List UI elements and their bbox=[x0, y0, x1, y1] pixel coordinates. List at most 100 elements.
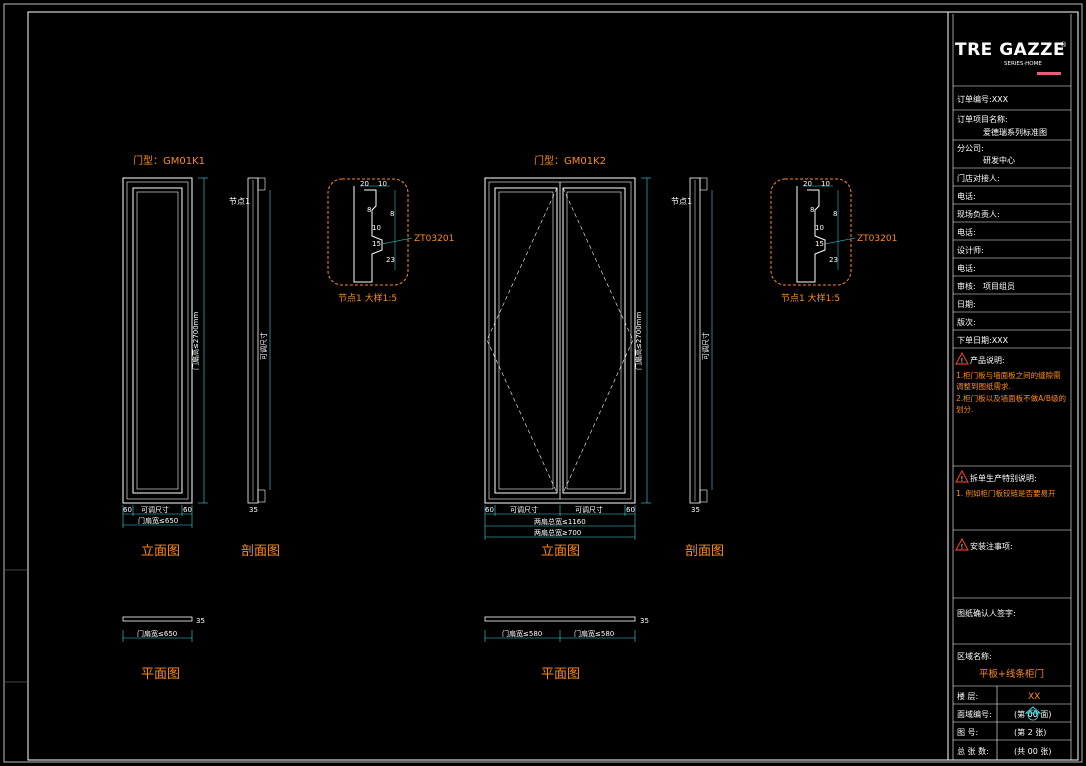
logo-bar bbox=[1037, 72, 1061, 75]
left-door-type-label: 门型：GM01K1 bbox=[133, 154, 205, 167]
right-section-title: 剖面图 bbox=[685, 544, 724, 559]
site-manager: 现场负责人: bbox=[957, 209, 1000, 219]
product-note-2: 调整到图纸需求. bbox=[956, 381, 1011, 391]
right-detail-dim-7: 15 bbox=[815, 240, 824, 248]
right-plan-dim bbox=[484, 630, 636, 642]
right-width-dim-1: 两扇总宽≤1160 bbox=[534, 517, 586, 526]
left-elev-height-text: 门扇高≤2700mm bbox=[191, 312, 200, 370]
right-detail-dim-5: 10 bbox=[815, 224, 824, 232]
right-detail-caption: 节点1 大样1:5 bbox=[781, 292, 840, 304]
outer-frame bbox=[3, 3, 1083, 763]
logo-registered: ® bbox=[1060, 41, 1067, 49]
total-label: 总 张 数: bbox=[957, 746, 989, 756]
right-door-section bbox=[689, 177, 708, 504]
left-bottom-dim-1: 60 bbox=[123, 506, 132, 514]
product-note-1: 1.柜门板与墙面板之间的缝隙需 bbox=[956, 370, 1061, 380]
product-notes-title: 产品说明: bbox=[970, 355, 1005, 365]
right-elevation-title: 立面图 bbox=[541, 544, 580, 559]
version-label: 版次: bbox=[957, 317, 976, 327]
floor-label: 楼 层: bbox=[957, 691, 978, 701]
left-detail-caption: 节点1 大样1:5 bbox=[338, 292, 397, 304]
phone-1: 电话: bbox=[957, 191, 976, 201]
svg-text:!: ! bbox=[961, 475, 964, 483]
left-plan-side: 35 bbox=[196, 617, 205, 625]
store-contact: 门店对接人: bbox=[957, 173, 1000, 183]
project-label: 订单项目名称: bbox=[957, 114, 1008, 124]
project-value: 爱德瑞系列标准图 bbox=[983, 127, 1047, 137]
title-block-rows bbox=[953, 85, 1071, 760]
install-notes-title: 安装注事项: bbox=[970, 541, 1013, 551]
right-door-type-label: 门型：GM01K2 bbox=[534, 154, 606, 167]
left-door-section bbox=[247, 177, 266, 504]
area-label: 区域名称: bbox=[957, 651, 992, 661]
branch-label: 分公司: bbox=[957, 144, 984, 153]
designer: 设计师: bbox=[957, 245, 984, 255]
review-value: 项目组员 bbox=[983, 281, 1015, 291]
warning-icon: ! bbox=[954, 537, 970, 551]
phone-2: 电话: bbox=[957, 227, 976, 237]
branch-value: 研发中心 bbox=[983, 155, 1015, 165]
right-elev-height-dim bbox=[641, 177, 651, 504]
left-detail-bubble bbox=[327, 178, 413, 286]
warning-icon: ! bbox=[954, 351, 970, 365]
left-detail-code: ZT03201 bbox=[414, 234, 454, 244]
svg-text:!: ! bbox=[961, 543, 964, 551]
right-detail-dim-6: 23 bbox=[829, 256, 838, 264]
total-value: (共 00 张) bbox=[1014, 747, 1052, 756]
left-detail-dim-2: 10 bbox=[378, 180, 387, 188]
right-section-height-text: 可调尺寸 bbox=[701, 332, 710, 360]
order-date: 下单日期:XXX bbox=[957, 335, 1009, 345]
right-door-elevation bbox=[484, 177, 636, 504]
face-no-value: (第 00 面) bbox=[1014, 709, 1052, 719]
left-section-height-text: 可调尺寸 bbox=[259, 332, 268, 360]
right-plan-dim-1: 门扇宽≤580 bbox=[502, 629, 542, 638]
left-elev-width-dim bbox=[122, 505, 193, 528]
brand-logo: TRE GAZZE ® SERIES·HOME bbox=[955, 40, 1067, 75]
right-bottom-dim-4: 60 bbox=[626, 506, 635, 514]
left-elev-height-dim bbox=[198, 177, 208, 504]
left-section-title: 剖面图 bbox=[241, 544, 280, 559]
title-block: TRE GAZZE ® SERIES·HOME bbox=[953, 40, 1071, 760]
face-no-label: 面域编号: bbox=[957, 709, 992, 719]
right-detail-dim-1: 20 bbox=[803, 180, 812, 188]
left-detail-dim-7: 15 bbox=[372, 240, 381, 248]
left-plan-title: 平面图 bbox=[141, 667, 180, 682]
face-marker-icon bbox=[1024, 706, 1042, 721]
right-detail-bubble bbox=[770, 178, 856, 286]
left-plan-view bbox=[122, 616, 193, 622]
area-value: 平板+线条柜门 bbox=[979, 668, 1044, 680]
right-section-node-label: 节点1 bbox=[671, 197, 692, 206]
production-note-1: 1. 例如柜门板铰链是否要易开 bbox=[956, 488, 1056, 498]
sheet-no-label: 图 号: bbox=[957, 728, 978, 737]
left-detail-dim-3: 8 bbox=[367, 206, 371, 214]
right-bottom-dim-3: 可调尺寸 bbox=[575, 505, 603, 514]
phone-3: 电话: bbox=[957, 263, 976, 273]
left-width-dim-text: 门扇宽≤650 bbox=[138, 516, 178, 525]
production-notes-title: 拆单生产特别说明: bbox=[970, 473, 1037, 483]
warning-icon: ! bbox=[954, 469, 970, 483]
logo-brand: TRE GAZZE bbox=[955, 40, 1065, 60]
floor-value: XX bbox=[1028, 692, 1040, 702]
left-detail-dim-5: 10 bbox=[372, 224, 381, 232]
right-plan-title: 平面图 bbox=[541, 667, 580, 682]
logo-sub: SERIES·HOME bbox=[1004, 61, 1042, 67]
date-label: 日期: bbox=[957, 300, 976, 309]
right-elev-height-text: 门扇高≤2700mm bbox=[634, 312, 643, 370]
inner-frame bbox=[27, 11, 1079, 761]
right-width-dim-2: 两扇总宽≥700 bbox=[534, 528, 581, 537]
right-plan-dim-2: 门扇宽≤580 bbox=[574, 629, 614, 638]
right-detail-dim-3: 8 bbox=[810, 206, 814, 214]
order-no: 订单编号:XXX bbox=[957, 94, 1009, 104]
left-elevation-title: 立面图 bbox=[141, 544, 180, 559]
left-plan-dim-text: 门扇宽≤650 bbox=[137, 629, 177, 638]
left-door-group: 门型：GM01K1 门扇高≤2700mm 60 可调尺寸 60 门扇宽≤650 bbox=[122, 154, 454, 682]
right-elev-width-dim bbox=[484, 505, 636, 540]
left-section-node-label: 节点1 bbox=[229, 197, 250, 206]
right-plan-side: 35 bbox=[640, 617, 649, 625]
svg-text:!: ! bbox=[961, 357, 964, 365]
left-door-elevation bbox=[122, 177, 193, 504]
right-plan-view bbox=[484, 616, 636, 622]
right-bottom-dim-1: 60 bbox=[485, 506, 494, 514]
product-note-4: 划分. bbox=[956, 404, 973, 414]
